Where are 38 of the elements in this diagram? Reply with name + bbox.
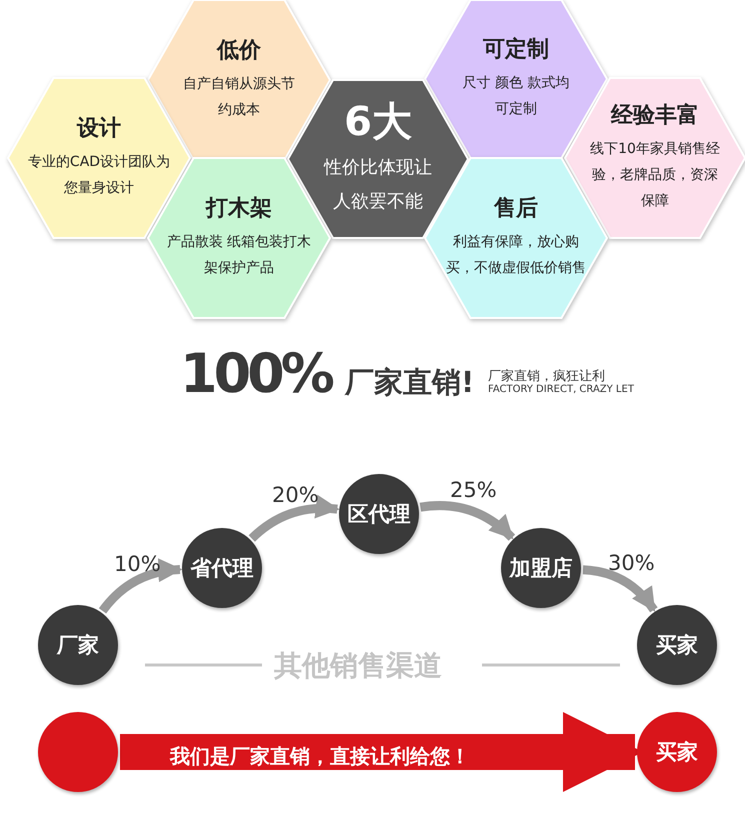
curved-arrow: [582, 565, 658, 612]
hexagon-heading: 低价: [217, 37, 261, 65]
hexagon-text: 产品散装 纸箱包装打木架保护产品: [166, 233, 312, 278]
channel-circle: [637, 605, 717, 685]
arrow-slogan: 我们是厂家直销，直接让利给您！: [170, 743, 470, 770]
slogan-english: FACTORY DIRECT, CRAZY LET: [488, 384, 634, 395]
percent-label: 30%: [608, 551, 655, 575]
circle-label: 厂家: [57, 632, 99, 659]
channel-circle: [182, 528, 262, 608]
hexagon-heading: 设计: [77, 115, 121, 143]
percent-label: 25%: [450, 478, 497, 502]
curved-arrow: [98, 559, 182, 614]
hexagon-heading: 售后: [494, 195, 538, 223]
hexagon-text: 尺寸 颜色 款式均可定制: [462, 74, 570, 119]
hexagon-text: 线下10年家具销售经验，老牌品质，资深保障: [590, 140, 720, 211]
hexagon-text: 利益有保障，放心购买，不做虚假低价销售: [445, 233, 587, 278]
headline-text: 厂家直销!: [345, 364, 474, 401]
percent-label: 20%: [272, 483, 319, 507]
channel-circle: [501, 528, 581, 608]
slogan-text: 厂家直销，疯狂让利: [488, 368, 605, 384]
circle-label: 买家: [656, 632, 698, 659]
hexagon-heading: 经验丰富: [611, 102, 699, 130]
hexagon-heading: 可定制: [483, 36, 549, 64]
hexagon-heading: 打木架: [206, 195, 272, 223]
circle-label: 区代理: [348, 501, 410, 528]
circle-label: 买家: [656, 739, 698, 766]
headline-number: 100%: [180, 342, 331, 405]
divider-caption: 其他销售渠道: [274, 648, 442, 684]
curved-arrow: [248, 495, 340, 542]
channel-circle: [38, 605, 118, 685]
percent-label: 10%: [114, 552, 161, 576]
circle-label: 加盟店: [510, 555, 572, 582]
hexagon-text: 专业的CAD设计团队为您量身设计: [26, 153, 172, 198]
hexagon-heading: 6大: [344, 99, 412, 145]
hexagon-text: 自产自销从源头节约成本: [182, 75, 296, 120]
hexagon-text: 性价比体现让人欲罢不能: [322, 156, 433, 214]
curved-arrow: [420, 501, 516, 541]
circle-label: 省代理: [190, 555, 254, 582]
